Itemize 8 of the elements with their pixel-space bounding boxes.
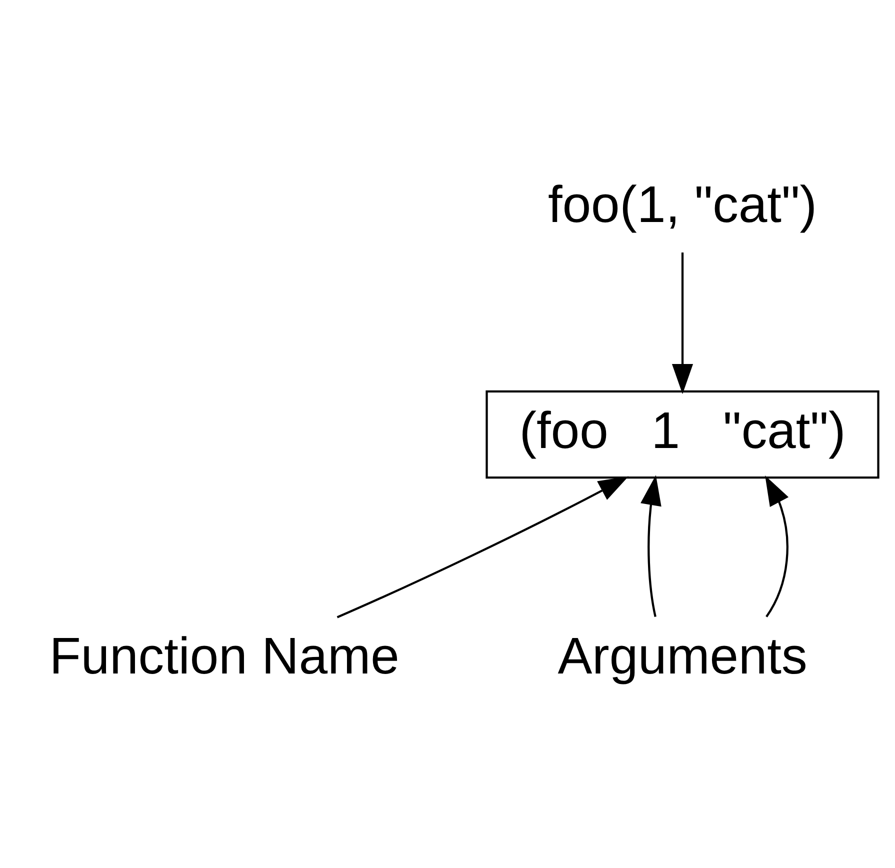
arrow [640,474,662,616]
node-text: foo(1, "cat") [548,174,818,232]
arrow [765,474,789,617]
arrow [336,476,629,618]
node-text: Arguments [558,626,808,684]
node-box: (foo 1 "cat") [486,390,880,478]
arrow [672,252,694,394]
node-text: Function Name [49,626,400,684]
